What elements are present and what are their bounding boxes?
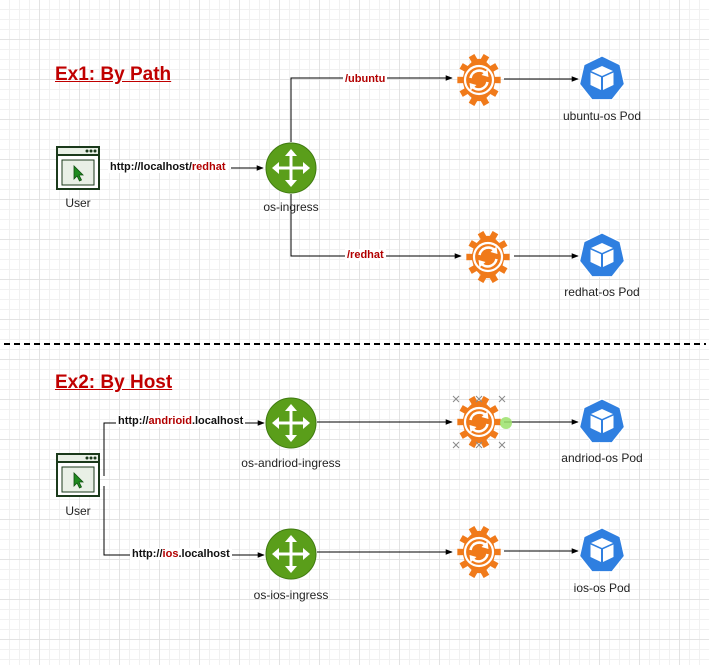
pod-icon-redhat xyxy=(578,232,626,278)
edge-ingress-to-ubuntu-service xyxy=(290,75,453,142)
ex1-group xyxy=(56,54,626,283)
connection-point-icon[interactable] xyxy=(500,417,512,429)
request-prefix: http:// xyxy=(132,548,163,560)
ex1-user-label: User xyxy=(65,196,91,210)
request-highlight: andrioid xyxy=(148,415,192,427)
service-icon-redhat xyxy=(465,231,511,283)
request-highlight: ios xyxy=(162,548,179,560)
route-label-redhat: /redhat xyxy=(345,249,386,261)
service-icon-andriod xyxy=(456,396,502,448)
request-highlight: redhat xyxy=(191,161,226,173)
ingress-icon-andriod xyxy=(265,397,317,449)
ingress-icon xyxy=(265,142,317,194)
selection-handles[interactable] xyxy=(452,395,506,449)
edge-ingress-to-redhat-service xyxy=(290,194,462,259)
request-prefix: http://localhost/ xyxy=(110,161,192,173)
ex2-request-label-andriod: http://andrioid.localhost xyxy=(116,415,246,427)
request-prefix: http:// xyxy=(118,415,149,427)
ex2-title: Ex2: By Host xyxy=(55,372,173,393)
user-icon xyxy=(56,146,100,190)
pod-label-andriod: andriod-os Pod xyxy=(561,451,643,465)
pod-label-redhat: redhat-os Pod xyxy=(564,285,640,299)
ingress-label-ios: os-ios-ingress xyxy=(253,588,329,602)
service-icon-ubuntu xyxy=(456,54,502,106)
ingress-label-andriod: os-andriod-ingress xyxy=(241,456,341,470)
route-label-ubuntu: /ubuntu xyxy=(343,73,388,85)
ex2-user-label: User xyxy=(65,504,91,518)
request-suffix: .localhost xyxy=(191,415,244,427)
ex1-ingress-label: os-ingress xyxy=(263,200,319,214)
pod-icon-ios xyxy=(578,527,626,573)
ex2-request-label-ios: http://ios.localhost xyxy=(130,548,232,560)
pod-icon-andriod xyxy=(578,398,626,444)
pod-icon-ubuntu xyxy=(578,55,626,101)
ex1-request-label: http://localhost/redhat xyxy=(108,161,228,173)
request-suffix: .localhost xyxy=(178,548,230,560)
ingress-icon-ios xyxy=(265,528,317,580)
edge-user-to-andriod-ingress xyxy=(103,420,265,476)
service-icon-ios xyxy=(456,526,502,578)
pod-label-ubuntu: ubuntu-os Pod xyxy=(562,109,642,123)
ex1-title: Ex1: By Path xyxy=(55,64,172,85)
user-icon xyxy=(56,453,100,497)
edge-user-to-ios-ingress xyxy=(103,486,265,558)
pod-label-ios: ios-os Pod xyxy=(573,581,631,595)
